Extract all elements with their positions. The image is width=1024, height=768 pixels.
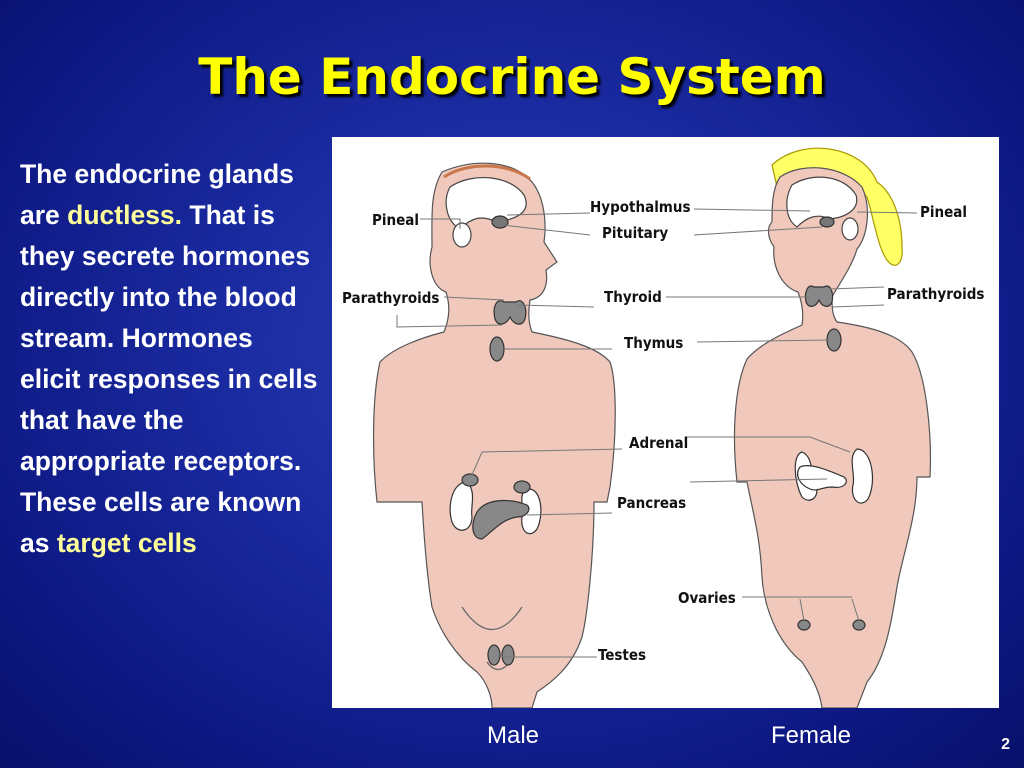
female-pituitary-gland (819, 216, 835, 228)
slide-title: The Endocrine System (198, 48, 826, 106)
male-figure (372, 162, 616, 708)
line-hypothalmus (506, 208, 811, 216)
female-ovary-right (852, 619, 866, 631)
line-thyroid (517, 296, 810, 308)
diagram-labels: Pineal Hypothalmus Pituitary Pineal Para… (342, 198, 984, 664)
female-thyroid-gland (804, 285, 834, 307)
male-pineal-gland (452, 222, 472, 248)
label-thymus: Thymus (624, 334, 683, 352)
label-pineal-right: Pineal (920, 203, 967, 221)
text-part-2: That is they secrete hormones directly i… (20, 200, 318, 558)
label-pancreas: Pancreas (617, 494, 686, 512)
male-kidney-right (521, 488, 542, 535)
highlight-ductless: ductless. (67, 200, 183, 230)
page-number: 2 (1001, 736, 1010, 753)
female-pancreas (797, 465, 847, 491)
description-text: The endocrine glands are ductless. That … (20, 154, 320, 564)
label-pituitary: Pituitary (602, 224, 668, 242)
female-pineal-gland (841, 217, 859, 241)
male-thyroid-gland (493, 300, 527, 325)
text-part-1: The endocrine glands are (20, 159, 294, 230)
label-adrenal: Adrenal (629, 434, 688, 452)
label-ovaries: Ovaries (678, 589, 736, 607)
male-pancreas (472, 500, 530, 540)
caption-female: Female (771, 722, 852, 749)
male-pituitary-gland (491, 215, 509, 229)
male-testis-right (501, 644, 515, 666)
female-kidney-right (851, 448, 874, 504)
line-adrenal (471, 436, 851, 476)
line-parathyroids-left (396, 296, 505, 328)
male-kidney-left (449, 481, 474, 531)
male-hair (443, 164, 531, 181)
leader-lines (396, 208, 918, 658)
line-pineal-right (856, 211, 918, 214)
line-parathyroids-right (829, 286, 885, 308)
line-pituitary (501, 224, 823, 236)
line-pancreas (526, 478, 828, 516)
label-testes: Testes (598, 646, 646, 664)
label-parathyroids-right: Parathyroids (887, 285, 984, 303)
caption-male: Male (487, 722, 540, 749)
male-adrenal-left (461, 473, 479, 487)
label-parathyroids-left: Parathyroids (342, 289, 439, 307)
highlight-target-cells: target cells (56, 528, 197, 558)
male-body (372, 162, 616, 708)
female-ovary-left (797, 619, 811, 631)
line-thymus (504, 339, 831, 350)
female-figure (733, 147, 932, 708)
label-thyroid: Thyroid (604, 288, 662, 306)
male-adrenal-right (513, 480, 531, 494)
label-hypothalmus: Hypothalmus (590, 198, 691, 216)
line-ovaries (742, 596, 860, 622)
line-pineal-left (420, 218, 461, 229)
endocrine-diagram: Pineal Hypothalmus Pituitary Pineal Para… (332, 137, 999, 708)
male-thymus-gland (489, 336, 505, 362)
male-testis-left (487, 644, 501, 666)
label-pineal-left: Pineal (372, 211, 419, 229)
